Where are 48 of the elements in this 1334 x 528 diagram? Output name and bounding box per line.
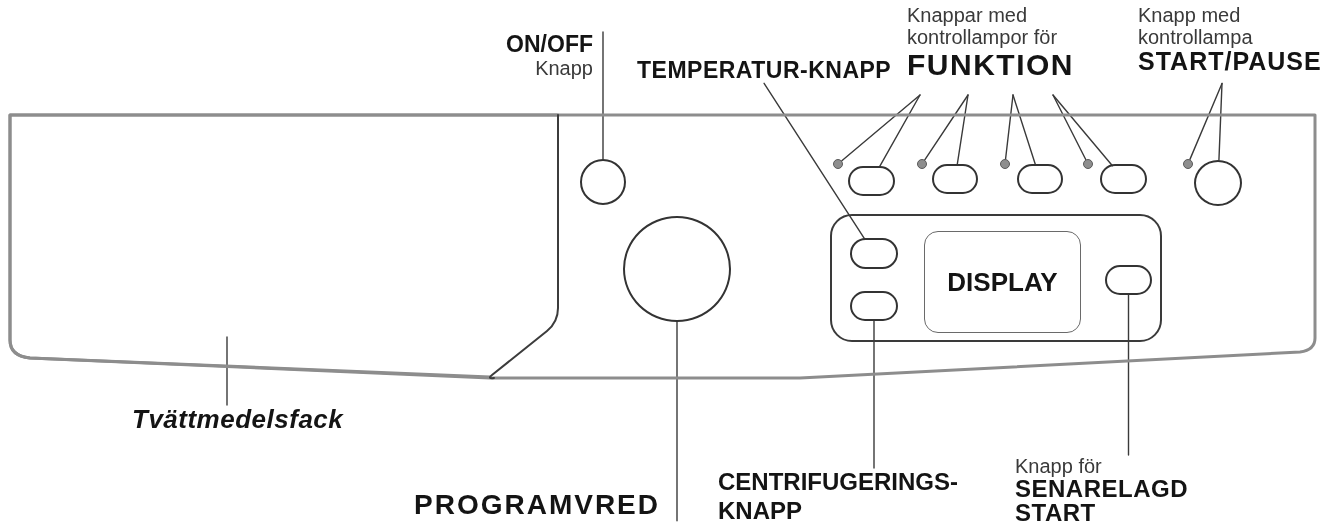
indicator-lamp — [1000, 159, 1010, 169]
function-button — [848, 166, 895, 196]
part-label: START/PAUSE — [1138, 48, 1322, 76]
leader-line — [1012, 94, 1036, 165]
display-label: DISPLAY — [947, 267, 1058, 297]
start-pause-button — [1194, 160, 1242, 206]
indicator-lamp — [1083, 159, 1093, 169]
part-label: CENTRIFUGERINGS-KNAPP — [718, 468, 959, 526]
part-label: PROGRAMVRED — [414, 490, 660, 521]
control-panel — [8, 113, 1317, 380]
part-description: Knapp med kontrollampa — [1138, 4, 1254, 48]
temperature-button — [850, 238, 898, 269]
power-button — [580, 159, 626, 205]
leader-line — [841, 94, 921, 162]
leader-line — [1189, 82, 1223, 161]
program-dial — [623, 216, 731, 322]
leader-line — [1052, 94, 1114, 167]
leader-line — [878, 94, 921, 168]
leader-line — [1052, 94, 1087, 161]
delay-start-button — [1105, 265, 1152, 295]
part-description: Knapp för — [1015, 455, 1102, 477]
function-button — [1017, 164, 1063, 194]
spin-button — [850, 291, 898, 321]
leader-line — [602, 31, 604, 160]
part-description: Knappar med kontrollampor för — [907, 4, 1059, 48]
function-button — [932, 164, 978, 194]
leader-line — [676, 321, 678, 522]
leader-line — [1218, 82, 1223, 161]
part-label: ON/OFF — [506, 32, 593, 58]
leader-line — [873, 320, 875, 469]
part-label: Tvättmedelsfack — [132, 405, 344, 434]
leader-line — [1004, 94, 1014, 160]
indicator-lamp — [833, 159, 843, 169]
display-module — [830, 214, 1162, 342]
display-screen — [924, 231, 1081, 333]
part-label: FUNKTION — [907, 48, 1074, 81]
leader-line — [226, 336, 228, 406]
leader-line — [763, 82, 866, 240]
leader-line — [956, 94, 969, 165]
function-button — [1100, 164, 1147, 194]
leader-line — [924, 94, 969, 161]
leader-line — [1127, 294, 1130, 456]
part-description: Knapp — [535, 57, 593, 80]
detergent-drawer — [8, 113, 560, 380]
part-label: SENARELAGD START — [1015, 477, 1189, 525]
part-label: TEMPERATUR-KNAPP — [637, 58, 892, 84]
indicator-lamp — [1183, 159, 1193, 169]
indicator-lamp — [917, 159, 927, 169]
